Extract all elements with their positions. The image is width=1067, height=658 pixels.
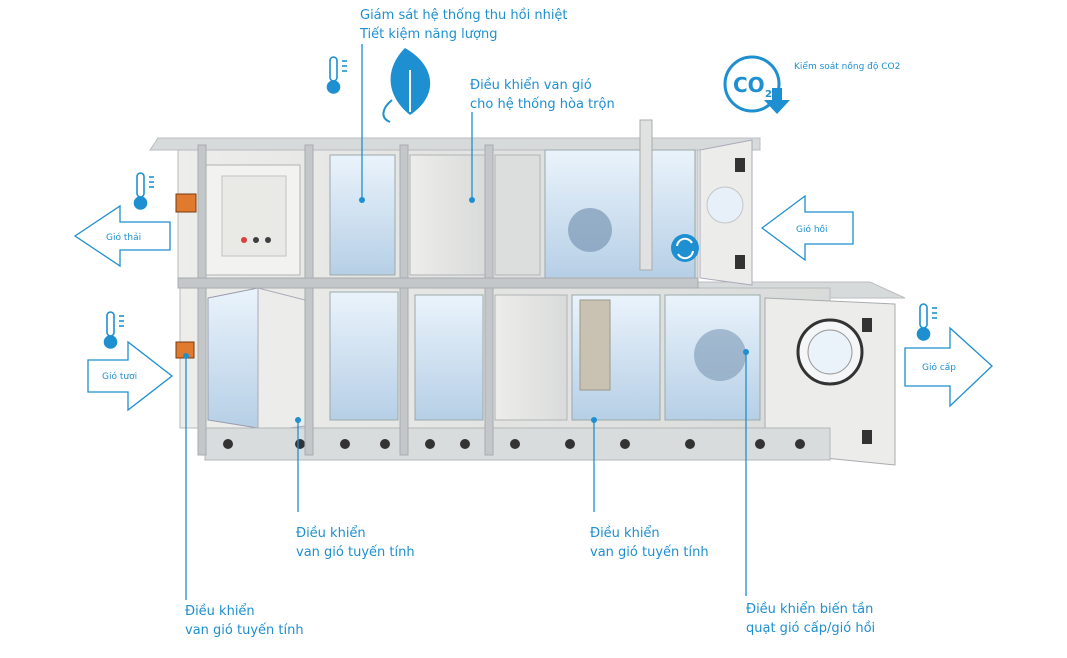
arrow-exhaust-label: Gió thải bbox=[106, 232, 141, 243]
arrow-fresh-label: Gió tươi bbox=[102, 371, 137, 382]
label-mixing-damper: Điều khiển van gió cho hệ thống hòa trộn bbox=[470, 78, 615, 112]
damper-actuators bbox=[175, 193, 197, 359]
arrow-return: Gió hồi bbox=[760, 194, 854, 262]
ahu-lower-section bbox=[179, 287, 896, 466]
label-linear-damper-3: Điều khiển van gió tuyến tính bbox=[185, 604, 304, 638]
label-heat-recovery: Giám sát hệ thống thu hồi nhiệt Tiết kiệ… bbox=[360, 8, 568, 42]
thermometer-icon bbox=[133, 172, 154, 210]
arrow-fresh: Gió tươi bbox=[87, 340, 174, 412]
co2-icon-text: CO bbox=[733, 73, 765, 97]
thermometer-icon bbox=[916, 303, 937, 341]
leader-lines bbox=[185, 44, 747, 600]
arrow-exhaust: Gió thải bbox=[73, 204, 171, 268]
label-vfd-fan: Điều khiển biến tần quạt gió cấp/gió hồi bbox=[746, 602, 876, 636]
label-linear-damper-1: Điều khiển van gió tuyến tính bbox=[296, 526, 415, 560]
arrow-return-label: Gió hồi bbox=[796, 224, 828, 235]
co2-icon-subscript: 2 bbox=[765, 89, 772, 100]
leaf-energy-icon bbox=[382, 48, 431, 123]
thermometer-icon bbox=[326, 56, 347, 94]
ahu-base bbox=[204, 427, 831, 461]
arrow-supply: Gió cấp bbox=[904, 326, 993, 408]
label-linear-damper-2: Điều khiển van gió tuyến tính bbox=[590, 526, 709, 560]
recirculation-icon bbox=[671, 234, 699, 262]
co2-icon: CO 2 bbox=[723, 55, 790, 114]
label-co2-control: Kiểm soát nồng độ CO2 bbox=[794, 62, 901, 72]
arrow-supply-label: Gió cấp bbox=[922, 362, 956, 373]
leader-dots bbox=[183, 197, 749, 423]
ahu-frame bbox=[177, 144, 699, 456]
thermometer-icon bbox=[103, 311, 124, 349]
